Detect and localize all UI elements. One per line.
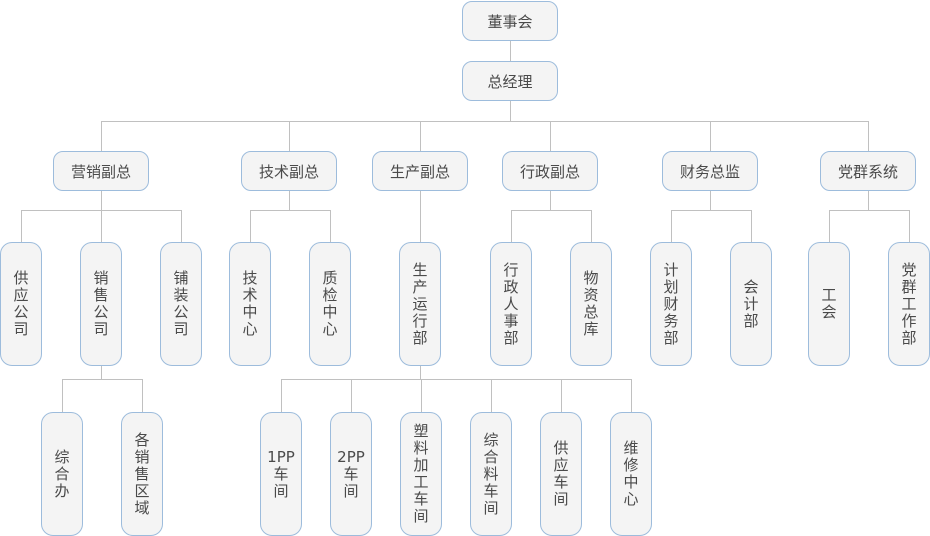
org-node-sales-co[interactable]: 销 售 公 司 <box>80 242 122 366</box>
org-node-label: 董事会 <box>487 12 533 31</box>
connector-line <box>289 121 290 151</box>
org-node-label: 维 修 中 心 <box>623 439 639 508</box>
org-node-gm[interactable]: 总经理 <box>462 61 558 101</box>
org-node-label: 综 合 办 <box>54 447 70 500</box>
org-node-label: 工 会 <box>821 286 837 321</box>
connector-line <box>101 210 102 242</box>
org-node-maint-center[interactable]: 维 修 中 心 <box>610 412 652 536</box>
connector-line <box>281 379 282 412</box>
org-node-label: 生产副总 <box>389 162 450 181</box>
org-node-party-work[interactable]: 党 群 工 作 部 <box>888 242 930 366</box>
org-node-ws-supply[interactable]: 供 应 车 间 <box>540 412 582 536</box>
connector-line <box>142 379 143 412</box>
connector-line <box>868 191 869 210</box>
org-node-label: 会 计 部 <box>743 277 759 330</box>
connector-line <box>710 191 711 210</box>
connector-bus <box>671 210 752 211</box>
connector-line <box>420 366 421 379</box>
org-node-qc-center[interactable]: 质 检 中 心 <box>309 242 351 366</box>
connector-line <box>631 379 632 412</box>
org-node-vp-tech[interactable]: 技术副总 <box>241 151 337 191</box>
connector-line <box>101 121 102 151</box>
org-node-plan-finance[interactable]: 计 划 财 务 部 <box>650 242 692 366</box>
connector-line <box>510 41 511 61</box>
connector-line <box>591 210 592 242</box>
connector-line <box>829 210 830 242</box>
connector-line <box>421 379 422 412</box>
org-node-label: 综 合 料 车 间 <box>483 430 499 517</box>
org-node-label: 铺 装 公 司 <box>173 269 189 338</box>
org-node-general-office[interactable]: 综 合 办 <box>41 412 83 536</box>
org-node-materials[interactable]: 物 资 总 库 <box>570 242 612 366</box>
org-node-vp-production[interactable]: 生产副总 <box>372 151 468 191</box>
connector-line <box>62 379 63 412</box>
org-node-cfo[interactable]: 财务总监 <box>662 151 758 191</box>
org-node-label: 技 术 中 心 <box>242 269 258 338</box>
connector-line <box>671 210 672 242</box>
org-node-label: 财务总监 <box>679 162 740 181</box>
org-node-paving-co[interactable]: 铺 装 公 司 <box>160 242 202 366</box>
connector-line <box>101 366 102 379</box>
org-node-label: 各 销 售 区 域 <box>134 430 150 517</box>
org-node-label: 党 群 工 作 部 <box>901 260 917 347</box>
connector-bus <box>829 210 910 211</box>
org-node-label: 供 应 公 司 <box>13 269 29 338</box>
org-node-accounting[interactable]: 会 计 部 <box>730 242 772 366</box>
org-node-admin-hr[interactable]: 行 政 人 事 部 <box>490 242 532 366</box>
org-node-label: 技术副总 <box>258 162 319 181</box>
org-node-label: 行 政 人 事 部 <box>503 260 519 347</box>
org-node-label: 计 划 财 务 部 <box>663 260 679 347</box>
connector-line <box>710 121 711 151</box>
connector-line <box>491 379 492 412</box>
org-node-board[interactable]: 董事会 <box>462 1 558 41</box>
org-node-vp-marketing[interactable]: 营销副总 <box>53 151 149 191</box>
org-node-label: 塑 料 加 工 车 间 <box>413 422 429 525</box>
connector-bus <box>250 210 331 211</box>
connector-line <box>250 210 251 242</box>
org-node-label: 1PP 车 间 <box>267 447 295 500</box>
org-node-label: 供 应 车 间 <box>553 439 569 508</box>
org-node-sales-regions[interactable]: 各 销 售 区 域 <box>121 412 163 536</box>
connector-line <box>21 210 22 242</box>
connector-line <box>289 191 290 210</box>
connector-line <box>909 210 910 242</box>
org-node-label: 党群系统 <box>837 162 898 181</box>
connector-bus <box>281 379 632 380</box>
connector-line <box>330 210 331 242</box>
org-node-label: 生 产 运 行 部 <box>412 260 428 347</box>
org-node-vp-admin[interactable]: 行政副总 <box>502 151 598 191</box>
org-node-party[interactable]: 党群系统 <box>820 151 916 191</box>
connector-bus <box>62 379 143 380</box>
connector-bus <box>101 121 869 122</box>
org-node-ws-1pp[interactable]: 1PP 车 间 <box>260 412 302 536</box>
org-node-ws-mixed[interactable]: 综 合 料 车 间 <box>470 412 512 536</box>
connector-bus <box>511 210 592 211</box>
connector-line <box>751 210 752 242</box>
connector-line <box>101 191 102 210</box>
org-node-label: 行政副总 <box>519 162 580 181</box>
connector-line <box>420 121 421 151</box>
connector-line <box>181 210 182 242</box>
connector-line <box>351 379 352 412</box>
connector-line <box>420 191 421 242</box>
connector-line <box>511 210 512 242</box>
org-node-supply-co[interactable]: 供 应 公 司 <box>0 242 42 366</box>
org-node-label: 销 售 公 司 <box>93 269 109 338</box>
org-node-ws-2pp[interactable]: 2PP 车 间 <box>330 412 372 536</box>
org-node-label: 总经理 <box>487 72 533 91</box>
org-node-prod-ops[interactable]: 生 产 运 行 部 <box>399 242 441 366</box>
org-node-label: 质 检 中 心 <box>322 269 338 338</box>
connector-line <box>561 379 562 412</box>
org-node-label: 2PP 车 间 <box>337 447 365 500</box>
org-node-label: 营销副总 <box>70 162 131 181</box>
connector-line <box>550 121 551 151</box>
connector-line <box>868 121 869 151</box>
connector-line <box>550 191 551 210</box>
org-node-tech-center[interactable]: 技 术 中 心 <box>229 242 271 366</box>
org-node-union[interactable]: 工 会 <box>808 242 850 366</box>
org-node-label: 物 资 总 库 <box>583 269 599 338</box>
org-node-ws-plastic[interactable]: 塑 料 加 工 车 间 <box>400 412 442 536</box>
connector-line <box>510 101 511 121</box>
